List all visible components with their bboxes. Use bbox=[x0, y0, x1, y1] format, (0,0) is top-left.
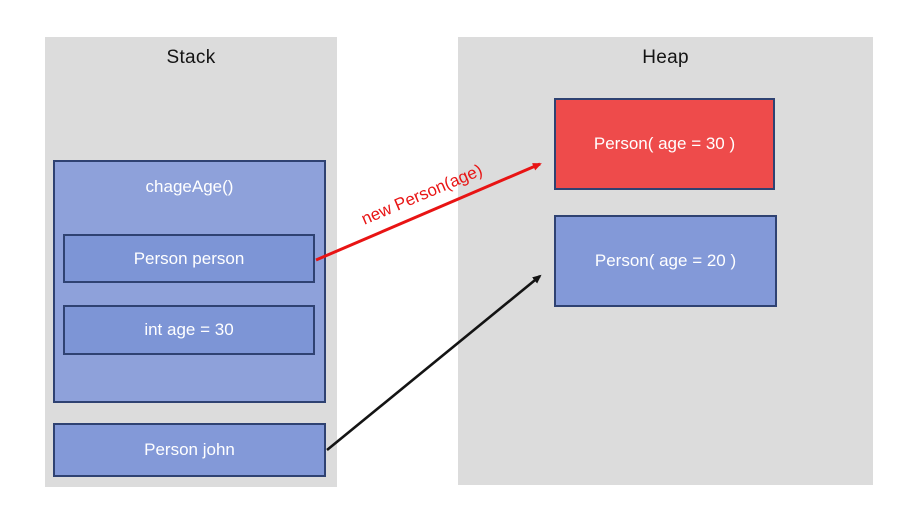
heap-object-age-20-label: Person( age = 20 ) bbox=[594, 251, 737, 270]
stack-title: Stack bbox=[166, 47, 216, 68]
stack-var-int-age: int age = 30 bbox=[63, 305, 315, 355]
stack-var-person-person: Person person bbox=[63, 234, 315, 283]
stack-var-person-john-label: Person john bbox=[144, 440, 235, 459]
stack-var-int-age-label: int age = 30 bbox=[144, 320, 234, 339]
heap-title: Heap bbox=[642, 47, 689, 68]
heap-object-age-30: Person( age = 30 ) bbox=[554, 98, 775, 190]
stack-var-person-john: Person john bbox=[53, 423, 326, 477]
heap-object-age-20: Person( age = 20 ) bbox=[554, 215, 777, 307]
stack-frame-chageage: chageAge() Person person int age = 30 bbox=[53, 160, 326, 403]
heap-object-age-30-label: Person( age = 30 ) bbox=[593, 134, 736, 153]
stack-frame-label: chageAge() bbox=[145, 177, 234, 196]
stack-var-person-person-label: Person person bbox=[133, 248, 245, 268]
stack-panel: Stack chageAge() Person person int age =… bbox=[45, 37, 337, 487]
heap-panel: Heap Person( age = 30 ) Person( age = 20… bbox=[458, 37, 873, 485]
